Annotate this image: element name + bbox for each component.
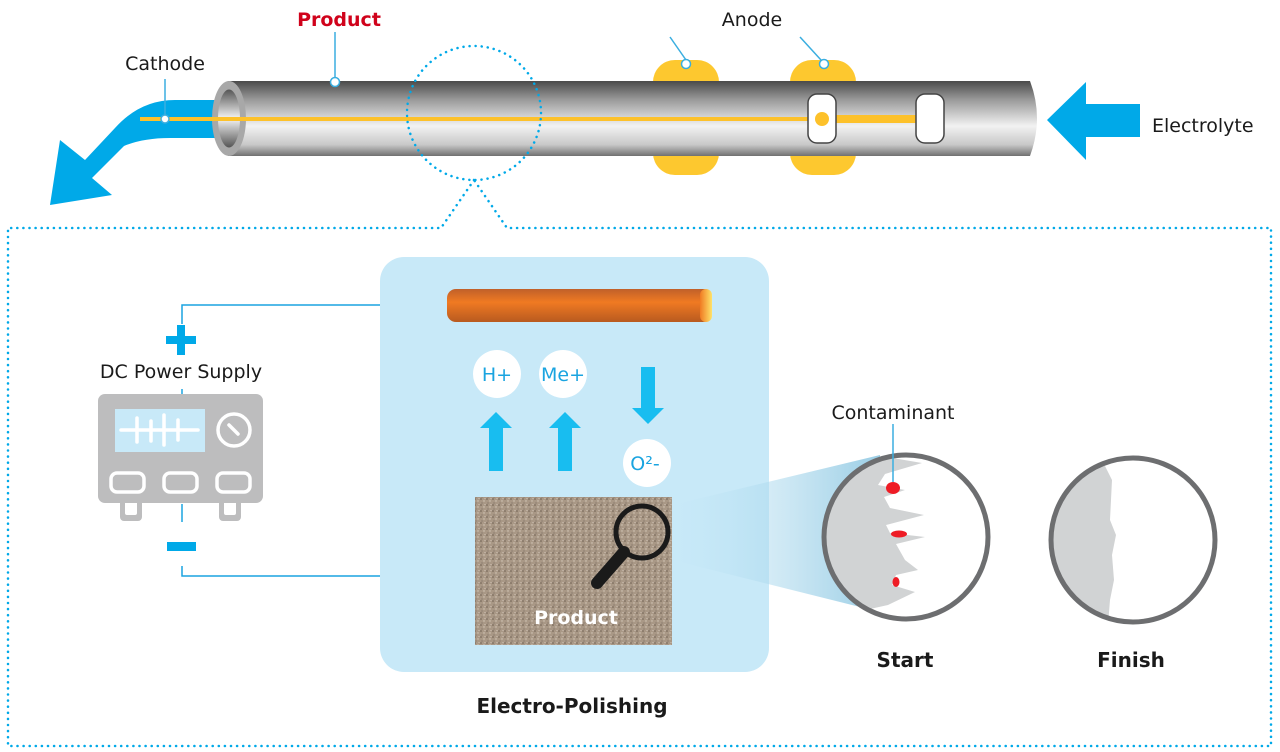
outlet-flow-arrow (50, 100, 230, 205)
start-surface-view (821, 452, 991, 622)
cathode-label: Cathode (125, 53, 205, 75)
magnification-beam (672, 455, 880, 612)
positive-terminal-icon (166, 325, 196, 355)
cathode-callout (160, 79, 170, 124)
arrow-down-icon (632, 367, 664, 424)
arrow-up-icon (480, 412, 512, 471)
ion-oxygen-label: O²- (630, 453, 659, 475)
electrolyte-label: Electrolyte (1152, 115, 1254, 137)
electro-polishing-label: Electro-Polishing (476, 694, 667, 718)
pipe-window-2 (915, 93, 945, 144)
finish-surface-view (1048, 455, 1218, 625)
negative-terminal-icon (167, 542, 196, 551)
anode-callout (669, 36, 830, 70)
pipe-window-1 (807, 93, 837, 144)
dc-power-supply-icon (98, 394, 263, 521)
anode-label: Anode (722, 9, 782, 31)
product-sample-label: Product (534, 607, 618, 629)
ion-me-plus-label: Me+ (541, 364, 585, 386)
circuit-wires (181, 304, 475, 577)
ion-h-plus-label: H+ (482, 364, 512, 386)
product-label-top: Product (297, 9, 381, 31)
cathode-electrode (447, 289, 712, 322)
ion-h-plus: H+ (473, 350, 521, 398)
zoom-indicator (6, 44, 1273, 748)
ion-oxygen: O²- (623, 439, 671, 487)
ion-me-plus: Me+ (539, 350, 587, 398)
product-callout (329, 32, 341, 88)
product-sample (475, 497, 672, 645)
finish-label: Finish (1097, 648, 1165, 672)
contaminant-label: Contaminant (832, 402, 955, 424)
dc-power-supply-label: DC Power Supply (100, 361, 262, 383)
magnifier-icon (591, 503, 671, 589)
start-label: Start (877, 648, 934, 672)
arrow-up-icon (549, 412, 581, 471)
electrolyte-inlet-arrow (1047, 82, 1140, 160)
